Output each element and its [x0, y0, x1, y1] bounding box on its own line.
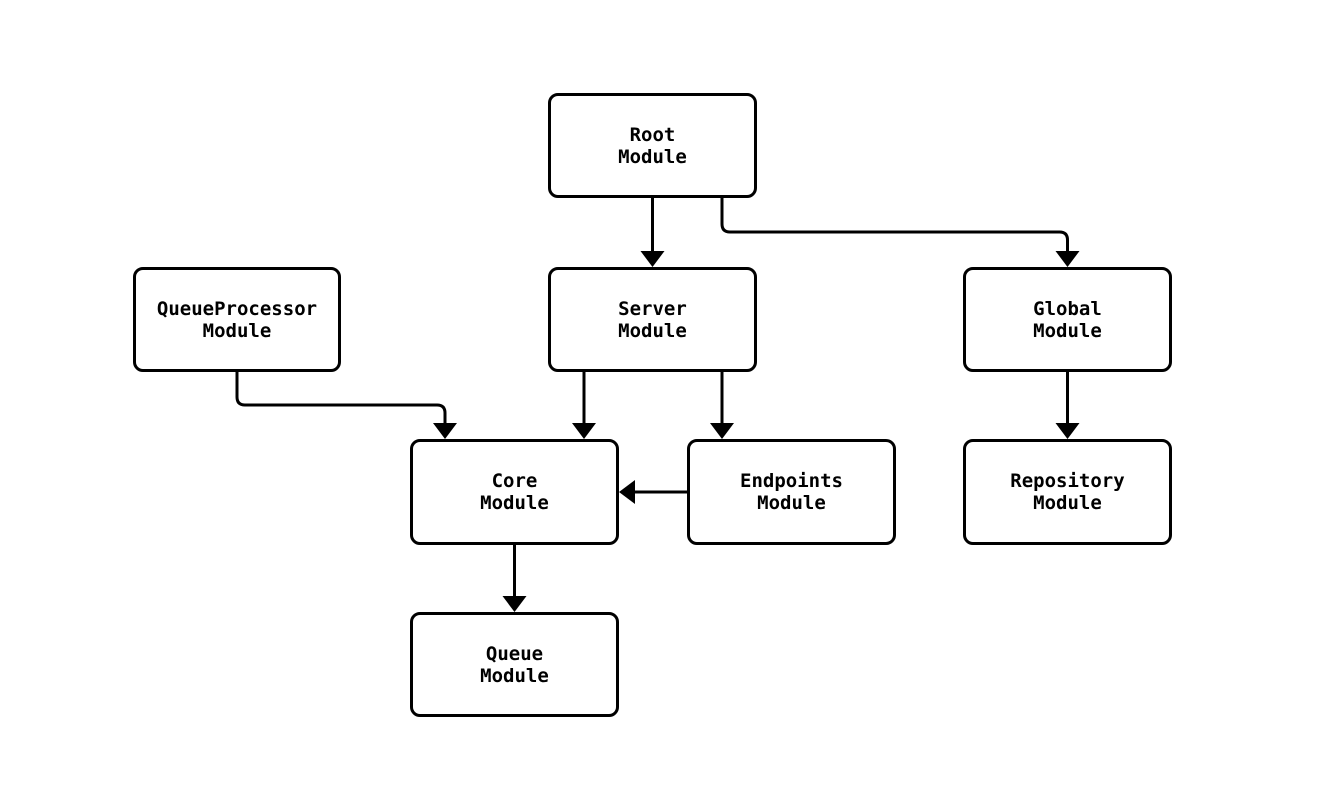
arrowhead-icon [572, 423, 596, 439]
node-endpoints-label-line: Module [757, 492, 826, 514]
edge-server-to-core [572, 372, 596, 439]
node-endpoints-label-line: Endpoints [740, 470, 843, 492]
node-repository-label-line: Repository [1010, 470, 1125, 492]
edge-line [720, 198, 1069, 253]
arrowhead-icon [1055, 423, 1080, 439]
node-root-label-line: Root [629, 123, 676, 146]
node-global-label-line: Global [1033, 297, 1102, 320]
arrowhead-icon [640, 251, 665, 267]
node-queueprocessor-label-line: Module [202, 319, 272, 342]
edge-root-to-server [640, 198, 665, 267]
edge-global-to-repository [1055, 372, 1080, 439]
node-queue-label-line: Module [480, 664, 549, 687]
arrowhead-icon [433, 423, 457, 439]
edge-endpoints-to-core [619, 480, 687, 504]
arrowhead-icon [1055, 251, 1080, 267]
edge-line [235, 372, 447, 425]
node-global-label-line: Module [1033, 319, 1102, 342]
node-queue-label-line: Queue [485, 642, 544, 665]
edge-root-to-global [720, 198, 1080, 267]
node-core-label-line: Core [491, 470, 538, 492]
node-server-label-line: Server [618, 297, 687, 320]
edge-server-to-endpoints [710, 372, 734, 439]
node-repository-label-line: Module [1033, 492, 1102, 514]
node-core-label-line: Module [480, 492, 549, 514]
node-root-label-line: Module [618, 145, 687, 168]
arrowhead-icon [710, 423, 734, 439]
arrowhead-icon [619, 480, 635, 504]
arrowhead-icon [502, 596, 527, 612]
edge-core-to-queue [502, 545, 527, 612]
node-server-label-line: Module [618, 319, 687, 342]
edge-queueprocessor-to-core [235, 372, 457, 439]
node-queueprocessor-label-line: QueueProcessor [156, 297, 318, 320]
